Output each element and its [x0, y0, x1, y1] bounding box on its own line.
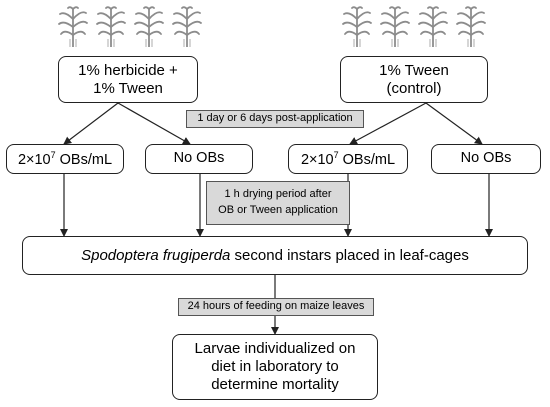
no-obs-box-control: No OBs [431, 144, 541, 174]
maize-plant-icon [96, 6, 126, 47]
herbicide-treatment-box: 1% herbicide + 1% Tween [58, 56, 198, 103]
species-name: Spodoptera frugiperda [81, 246, 231, 264]
no-obs-text: No OBs [173, 150, 225, 167]
maize-plant-icon [380, 6, 410, 47]
drying-period-note: 1 h drying period after OB or Tween appl… [206, 181, 350, 225]
control-line-1: 1% Tween [379, 61, 449, 79]
control-treatment-box: 1% Tween (control) [340, 56, 488, 103]
outcome-line-3: determine mortality [211, 375, 339, 393]
maize-plant-icon [456, 6, 486, 47]
drying-line-1: 1 h drying period after [224, 188, 332, 201]
feeding-note: 24 hours of feeding on maize leaves [178, 298, 374, 316]
mortality-outcome-box: Larvae individualized on diet in laborat… [172, 334, 378, 400]
drying-line-2: OB or Tween application [218, 204, 338, 216]
ob-dose-text: 2×107 OBs/mL [300, 149, 396, 168]
post-application-note: 1 day or 6 days post-application [186, 110, 364, 128]
maize-plant-icon [418, 6, 448, 47]
post-application-text: 1 day or 6 days post-application [197, 112, 353, 125]
arrow-herbicide-to-obs [63, 102, 119, 145]
arrow-control-to-no-obs [425, 102, 483, 145]
herbicide-line-2: 1% Tween [93, 79, 163, 97]
no-obs-box-herbicide: No OBs [145, 144, 253, 174]
leaf-cage-box: Spodoptera frugiperda second instars pla… [22, 236, 528, 275]
ob-dose-box-control: 2×107 OBs/mL [288, 144, 408, 174]
ob-dose-box-herbicide: 2×107 OBs/mL [6, 144, 124, 174]
maize-plant-icon [342, 6, 372, 47]
leaf-cage-text: Spodoptera frugiperda second instars pla… [81, 246, 469, 264]
herbicide-line-1: 1% herbicide + [78, 61, 178, 79]
maize-plant-icon [58, 6, 88, 47]
feeding-text: 24 hours of feeding on maize leaves [187, 300, 365, 313]
outcome-line-2: diet in laboratory to [211, 358, 339, 376]
control-line-2: (control) [386, 79, 442, 97]
no-obs-text: No OBs [460, 150, 512, 167]
outcome-line-1: Larvae individualized on [194, 340, 356, 358]
maize-plant-icon [134, 6, 164, 47]
arrow-control-to-obs [349, 102, 427, 145]
arrow-herbicide-to-no-obs [117, 102, 191, 145]
ob-dose-text: 2×107 OBs/mL [17, 149, 113, 168]
maize-plant-icon [172, 6, 202, 47]
